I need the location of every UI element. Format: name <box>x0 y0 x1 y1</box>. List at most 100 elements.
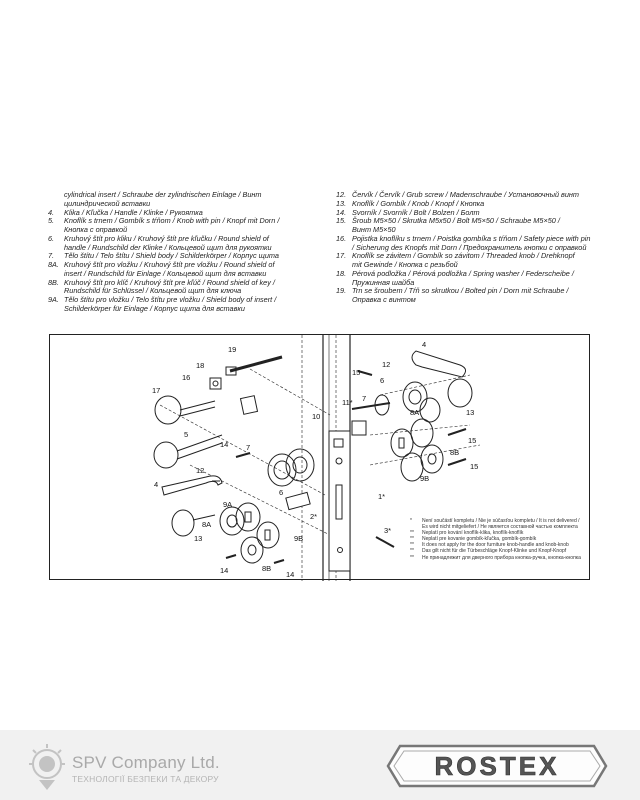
legend-row: 16. Pojistka knoflíku s trnem / Poistka g… <box>336 233 604 244</box>
callout-4-b: 4 <box>422 340 426 349</box>
legend-row: Rundschild für Schlüssel / Кольцевой щит… <box>48 286 310 296</box>
legend-number: 14. <box>336 207 347 217</box>
legend-text: Červík / Červík / Grub screw / Madenschr… <box>352 190 579 199</box>
legend-row: insert / Rundschild für Einlage / Кольце… <box>48 269 310 279</box>
legend-row: 7.Tělo štítu / Telo štítu / Shield body … <box>48 251 310 261</box>
callout-14-c: 14 <box>286 570 294 579</box>
footer-bar: SPV Company Ltd. ТЕХНОЛОГІЇ БЕЗПЕКИ ТА Д… <box>0 730 640 800</box>
callout-14-b: 14 <box>220 566 228 575</box>
callout-12: 12 <box>196 466 204 475</box>
legend-number: ** <box>410 554 414 561</box>
legend-text: Винт M5×50 <box>352 225 396 234</box>
legend-text: Pérová podložka / Pérová podložka / Spri… <box>352 268 574 278</box>
callout-6: 6 <box>279 488 283 497</box>
legend-number: * <box>410 518 412 524</box>
legend-number: 6. <box>48 233 55 243</box>
legend-text: Knoflík / Gombík / Knob / Knopf / Кнопка <box>352 198 485 208</box>
legend-text: Svorník / Svorník / Bolt / Bolzen / Болт <box>352 207 480 217</box>
legend-row: ** Neplatí pre kovanie gombík-kľučka, gom… <box>410 536 585 542</box>
company-slogan: ТЕХНОЛОГІЇ БЕЗПЕКИ ТА ДЕКОРУ <box>72 774 219 784</box>
legend-number: ** <box>410 536 414 543</box>
legend-number: 12. <box>336 190 347 199</box>
legend-number: 19. <box>336 286 347 296</box>
parts-legend-right: 12. Červík / Červík / Grub screw / Madens… <box>336 190 604 305</box>
legend-number: ** <box>410 530 414 537</box>
legend-row: 4.Klika / Kľučka / Handle / Klinke / Рук… <box>48 207 310 218</box>
callout-1: 1* <box>378 492 385 501</box>
legend-row: Кнопка с оправкой <box>48 225 310 235</box>
callout-9a: 9A <box>223 500 232 509</box>
callout-15: 15 <box>352 368 360 377</box>
legend-row: * Není součástí kompletu / Nie je súčasťo… <box>410 518 585 524</box>
callout-15-b: 15 <box>468 436 476 445</box>
legend-row: 8B. Kruhový štít pro klíč / Kruhový štít … <box>48 277 310 288</box>
callout-2: 2* <box>310 512 317 521</box>
callout-14: 14 <box>220 440 228 449</box>
legend-row: mit Gewinde / Кнопка с резьбой <box>336 260 604 270</box>
legend-number: 16. <box>336 233 347 243</box>
legend-number: 13. <box>336 198 347 208</box>
legend-text: Knoflík s trnem / Gombík s tŕňom / Knob … <box>64 216 280 226</box>
company-name: SPV Company Ltd. <box>72 753 220 772</box>
legend-row: цилиндрической вставки <box>48 199 310 209</box>
legend-text: Kruhový štít pro kliku / Kruhový štít pr… <box>64 233 269 243</box>
legend-text: Kruhový štít pro vložku / Kruhový štít p… <box>64 260 275 269</box>
legend-number <box>336 296 352 305</box>
legend-text: Šroub M5×50 / Skrutka M5x50 / Bolt M5×50… <box>352 216 560 226</box>
legend-row: / Sicherung des Knopfs mit Dorn / Предох… <box>336 243 604 253</box>
legend-text: Kruhový štít pro klíč / Kruhový štít pre… <box>64 277 275 287</box>
legend-text: Neplatí pro kování knoflík-klika, knoflí… <box>422 530 524 537</box>
legend-text: mit Gewinde / Кнопка с резьбой <box>352 260 458 269</box>
callout-3: 3* <box>384 526 391 535</box>
legend-row: ** Не принадлежит для дверного прибора кн… <box>410 555 585 561</box>
legend-row: Пружинная шайба <box>336 277 604 288</box>
legend-row: 13. Knoflík / Gombík / Knob / Knopf / Кно… <box>336 198 604 209</box>
legend-row: Винт M5×50 <box>336 225 604 235</box>
legend-number: 8B. <box>48 277 59 287</box>
legend-row: 8A. Kruhový štít pro vložku / Kruhový ští… <box>48 260 310 270</box>
legend-row: handle / Rundschild der Klinke / Кольцев… <box>48 243 310 253</box>
legend-text: Není součástí kompletu / Nie je súčasťou… <box>422 518 580 524</box>
callout-10: 10 <box>312 412 320 421</box>
callout-7: 7 <box>246 443 250 452</box>
legend-row: Оправка с винтом <box>336 295 604 305</box>
legend-row: 6. Kruhový štít pro kliku / Kruhový štít … <box>48 233 310 244</box>
legend-text: Pojistka knoflíku s trnem / Poistka gomb… <box>352 233 591 243</box>
legend-text: Das gilt nicht für die Türbeschläge Knop… <box>422 548 567 555</box>
legend-row: 19.Trn se šroubem / Tŕň so skrutkou / Bo… <box>336 286 604 296</box>
legend-number: 4. <box>48 207 55 217</box>
brand-wordmark: ROSTEX <box>435 751 560 781</box>
callout-16: 16 <box>182 373 190 382</box>
legend-text: Tělo štítu pro vložku / Telo štítu pre v… <box>64 295 277 304</box>
callout-13: 13 <box>194 534 202 543</box>
legend-text: Neplatí pre kovanie gombík-kľučka, gombí… <box>422 536 537 543</box>
legend-row: 14. Svorník / Svorník / Bolt / Bolzen / Б… <box>336 207 604 218</box>
legend-text: Кнопка с оправкой <box>64 225 128 234</box>
legend-text: Не принадлежит для дверного прибора кноп… <box>422 554 581 561</box>
legend-row: ** Neplatí pro kování knoflík-klika, knof… <box>410 530 585 536</box>
legend-row: 17.Knoflík se závitem / Gombík so závito… <box>336 251 604 261</box>
callout-7-b: 7 <box>362 394 366 403</box>
legend-text: Knoflík se závitem / Gombík so závitom /… <box>352 251 575 261</box>
legend-number: 8A. <box>48 260 59 269</box>
legend-row: **It does not apply for the door furnitu… <box>410 542 585 548</box>
legend-number: 5. <box>48 216 55 226</box>
legend-text: Оправка с винтом <box>352 295 416 304</box>
callout-8b-b: 8B <box>450 448 459 457</box>
legend-number: 7. <box>48 251 55 261</box>
callout-11: 11* <box>342 398 353 407</box>
callout-8b: 8B <box>262 564 271 573</box>
legend-number: ** <box>410 542 414 549</box>
spv-shield-logo-icon <box>29 744 65 790</box>
legend-text: cylindrical insert / Schraube der zylind… <box>64 190 262 199</box>
legend-number: ** <box>410 548 414 555</box>
legend-row: ** Das gilt nicht für die Türbeschläge Kn… <box>410 548 585 554</box>
legend-row: Schilderkörper für Einlage / Корпус щита… <box>48 303 310 314</box>
legend-text: Пружинная шайба <box>352 277 415 287</box>
legend-text: Schilderkörper für Einlage / Корпус щита… <box>64 303 245 313</box>
diagram-callouts: 19 18 16 17 14 7 12 4 6 9A 8A 13 5 2* 9B… <box>152 340 478 579</box>
rostex-brand-logo: ROSTEX <box>386 744 608 788</box>
callout-4: 4 <box>154 480 158 489</box>
legend-row: 9A.Tělo štítu pro vložku / Telo štítu pr… <box>48 295 310 305</box>
callout-12-b: 12 <box>382 360 390 369</box>
